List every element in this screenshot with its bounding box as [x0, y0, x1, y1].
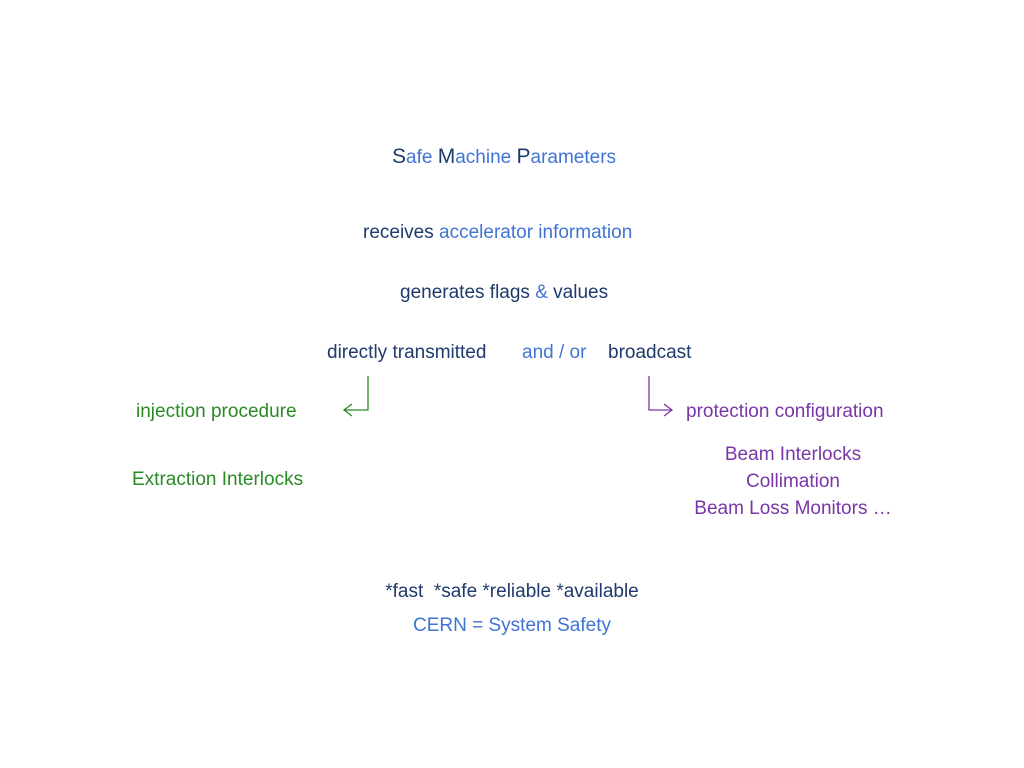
- left-arrow-icon: [342, 376, 369, 417]
- title-rest-arameters: arameters: [530, 147, 617, 168]
- broadcast-text: broadcast: [608, 342, 692, 363]
- accelerator-information-text: accelerator information: [439, 222, 633, 243]
- title-cap-m: M: [437, 145, 456, 168]
- extraction-interlocks-label: Extraction Interlocks: [132, 469, 304, 490]
- beam-interlocks-item: Beam Interlocks: [724, 444, 862, 465]
- title-rest-afe: afe: [406, 147, 433, 168]
- line-receives: receives accelerator information: [363, 223, 632, 242]
- and-or-text: and / or: [522, 342, 587, 363]
- attributes-text: *fast *safe *reliable *available: [385, 581, 639, 602]
- title-cap-p: P: [516, 145, 531, 168]
- injection-procedure-label: injection procedure: [136, 401, 297, 422]
- title: Safe Machine Parameters: [392, 146, 616, 167]
- protection-configuration-label: protection configuration: [686, 401, 884, 422]
- generates-flags-text: generates flags: [400, 282, 530, 303]
- beam-loss-monitors-item: Beam Loss Monitors …: [694, 498, 892, 519]
- values-text: values: [553, 282, 609, 303]
- cern-system-safety-text: CERN = System Safety: [413, 615, 611, 636]
- directly-transmitted-text: directly transmitted: [327, 342, 487, 363]
- title-rest-achine: achine: [455, 147, 512, 168]
- right-arrow-icon: [648, 376, 674, 417]
- collimation-item: Collimation: [746, 471, 840, 492]
- receives-text: receives: [363, 222, 434, 243]
- line-generates: generates flags & values: [400, 283, 608, 302]
- title-cap-s: S: [392, 145, 407, 168]
- ampersand-text: &: [535, 282, 548, 303]
